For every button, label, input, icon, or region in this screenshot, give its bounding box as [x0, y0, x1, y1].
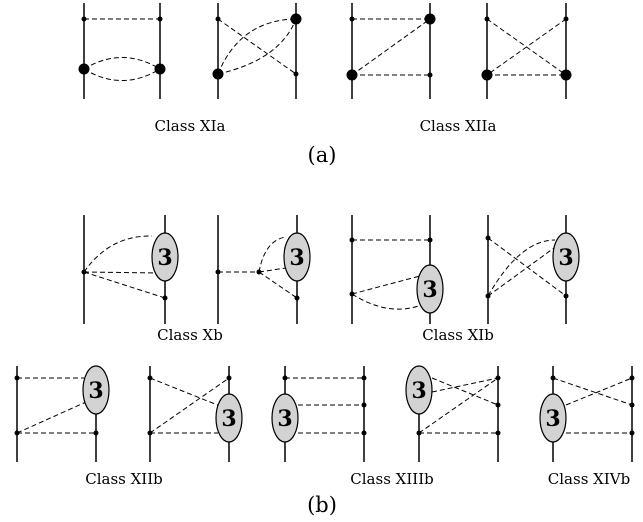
blob-label: 3 — [157, 245, 172, 271]
blob-3 — [539, 393, 567, 443]
diagram-class-xivb: 3 — [539, 366, 635, 462]
blob-label: 3 — [88, 378, 103, 404]
diagram-class-xiia-2 — [481, 3, 572, 99]
blob-label: 3 — [545, 406, 560, 432]
caption-class-xia: Class XIa — [155, 117, 226, 135]
blob-3 — [82, 365, 110, 415]
blob-3 — [405, 365, 433, 415]
blob-3 — [552, 232, 580, 282]
blob-3 — [215, 393, 243, 443]
blob-label: 3 — [422, 277, 437, 303]
caption-class-xiiib: Class XIIIb — [350, 470, 433, 488]
diagram-class-xiiib-1: 3 — [271, 366, 367, 462]
caption-class-xiia: Class XIIa — [420, 117, 497, 135]
blob-label: 3 — [411, 378, 426, 404]
caption-class-xb: Class Xb — [157, 326, 223, 344]
blob-label: 3 — [277, 406, 292, 432]
diagram-class-xiib-1: 3 — [14, 365, 110, 462]
blob-3 — [416, 264, 444, 314]
blob-label: 3 — [289, 245, 304, 271]
caption-class-xib: Class XIb — [422, 326, 494, 344]
blob-3 — [151, 232, 179, 282]
blob-label: 3 — [558, 245, 573, 271]
diagram-class-xb-2: 3 — [215, 215, 311, 324]
diagram-class-xia-2 — [212, 3, 302, 99]
caption-class-xiib: Class XIIb — [85, 470, 163, 488]
diagram-class-xiiib-2: 3 — [405, 365, 501, 462]
diagram-class-xib-2: 3 — [485, 215, 580, 324]
diagram-class-xib-1: 3 — [349, 215, 444, 324]
diagram-class-xiia-1 — [346, 3, 436, 99]
panel-label-a: (a) — [308, 143, 337, 167]
blob-3 — [271, 393, 299, 443]
blob-3 — [283, 232, 311, 282]
diagram-class-xiib-2: 3 — [147, 366, 243, 462]
panel-label-b: (b) — [307, 493, 337, 517]
blob-label: 3 — [221, 406, 236, 432]
caption-class-xivb: Class XIVb — [548, 470, 630, 488]
diagram-class-xia-1 — [78, 3, 166, 99]
diagram-class-xb-1: 3 — [81, 215, 179, 324]
